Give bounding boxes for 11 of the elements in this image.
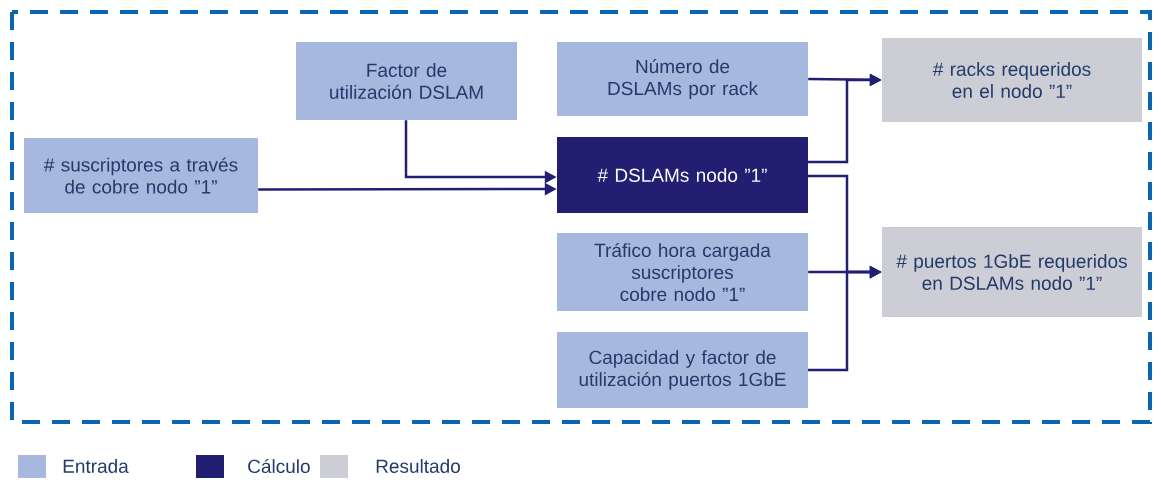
legend-label: Cálculo <box>248 458 310 474</box>
legend-label: Entrada <box>63 459 129 473</box>
legend-label: Resultado <box>376 459 460 473</box>
input-box: Factor de utilización DSLAM <box>296 42 517 120</box>
result-box: # racks requeridos en el nodo ”1” <box>882 38 1142 122</box>
result-box: # puertos 1GbE requeridos en DSLAMs nodo ”1” <box>882 227 1142 317</box>
calculation-box: # DSLAMs nodo ”1” <box>557 137 808 213</box>
input-box: Tráfico hora cargada suscriptores cobre nodo ”1” <box>557 233 808 311</box>
input-box: Capacidad y factor de utilización puertos 1GbE <box>557 332 808 408</box>
input-box: # suscriptores a través de cobre nodo ”1” <box>24 138 258 213</box>
input-box: Número de DSLAMs por rack <box>557 42 808 116</box>
